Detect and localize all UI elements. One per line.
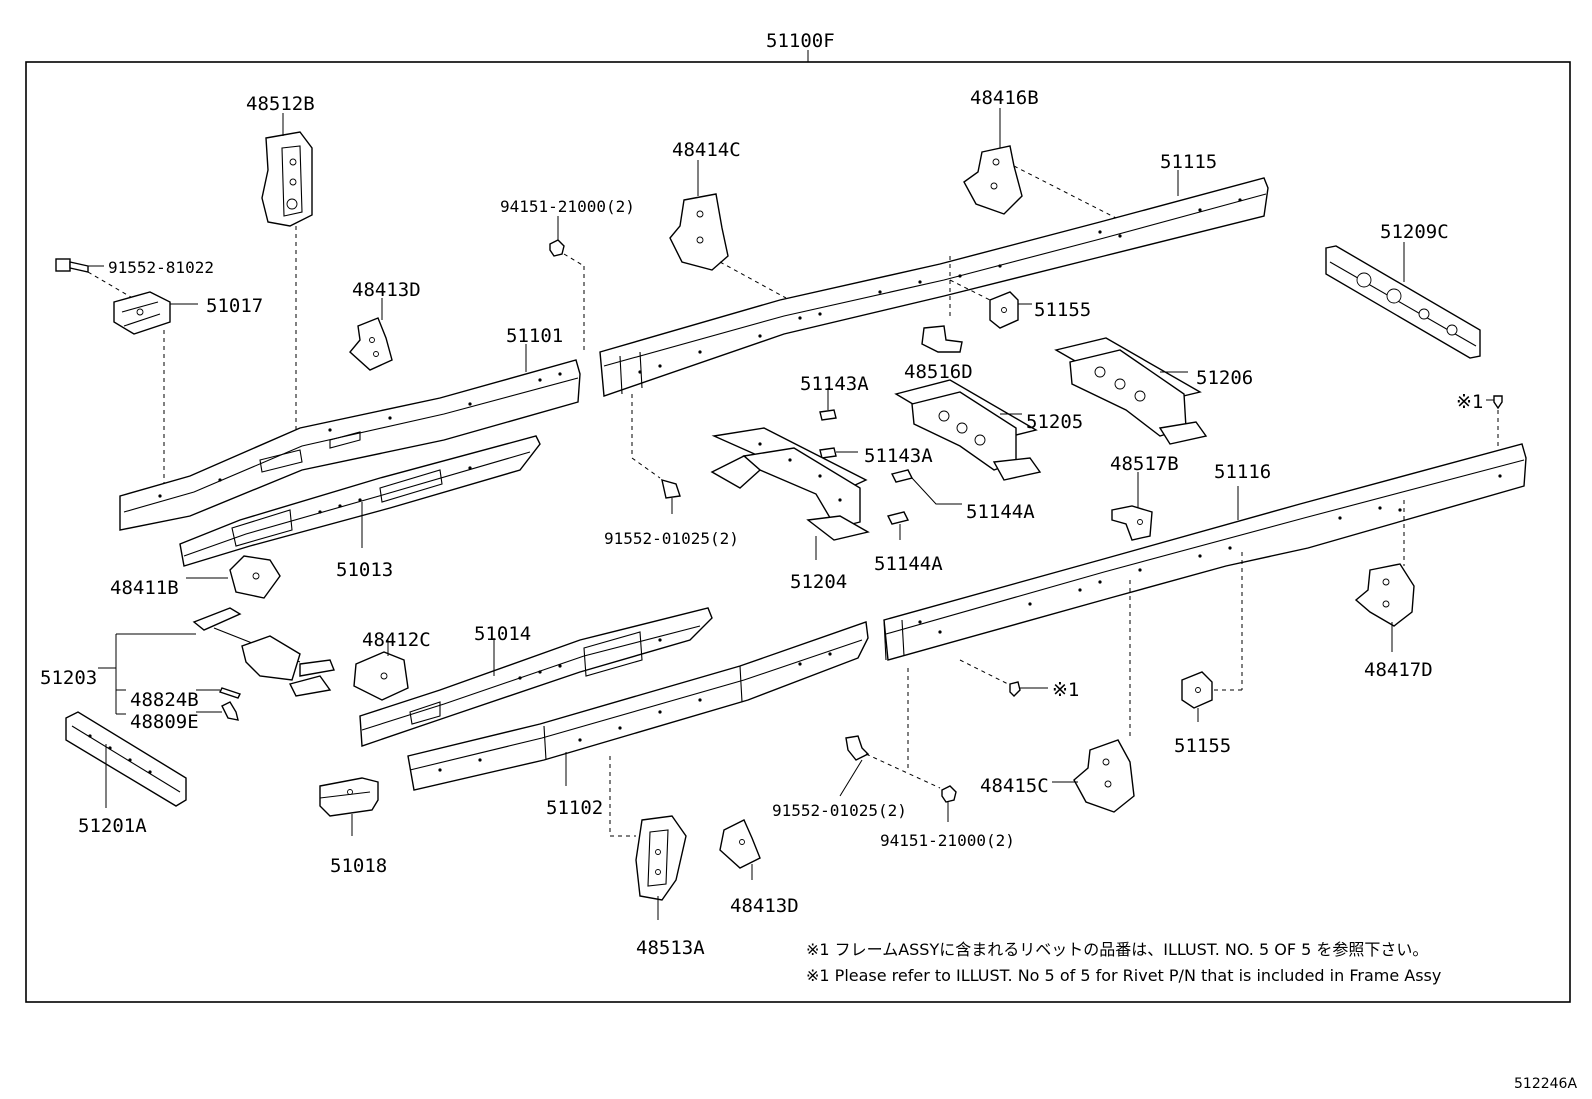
bracket-48413D-top — [349, 317, 393, 371]
rail-51014 — [359, 607, 713, 747]
label-48411B: 48411B — [110, 577, 179, 599]
rail-51013 — [179, 435, 541, 567]
label-91552-81022: 91552-81022 — [108, 258, 214, 277]
label-48416B: 48416B — [970, 87, 1039, 109]
label-51115: 51115 — [1160, 151, 1217, 173]
label-51013: 51013 — [336, 559, 393, 581]
spacer-51144A-b — [886, 511, 910, 525]
crossmember-51204 — [710, 427, 870, 541]
bracket-48512B — [261, 131, 313, 227]
rivet-top — [1493, 395, 1503, 410]
label-51204: 51204 — [790, 571, 847, 593]
label-48413D-top: 48413D — [352, 279, 421, 301]
spacer-51143A-a — [819, 409, 837, 421]
part-48824B — [219, 687, 241, 699]
rail-51102 — [407, 621, 869, 791]
assembly-51203 — [192, 607, 335, 697]
spacer-51144A-a — [890, 469, 914, 483]
label-48415C: 48415C — [980, 775, 1049, 797]
label-51143A-a: 51143A — [800, 373, 869, 395]
bracket-51155-bottom — [1181, 671, 1213, 709]
label-48414C: 48414C — [672, 139, 741, 161]
bolt-91552-01025-b — [845, 735, 870, 761]
label-51017: 51017 — [206, 295, 263, 317]
bracket-48516D — [921, 325, 963, 353]
label-51143A-b: 51143A — [864, 445, 933, 467]
bracket-48517B — [1111, 505, 1153, 541]
label-51018: 51018 — [330, 855, 387, 877]
label-94151-top: 94151-21000(2) — [500, 197, 635, 216]
bolt-91552-81022 — [55, 258, 89, 273]
crossmember-51205 — [894, 379, 1042, 481]
label-rivet-top: ※1 — [1456, 391, 1483, 413]
label-51116: 51116 — [1214, 461, 1271, 483]
bracket-48513A — [635, 815, 687, 901]
label-48824B: 48824B — [130, 689, 199, 711]
rail-51116 — [883, 443, 1527, 661]
bracket-48416B — [963, 145, 1023, 215]
bracket-48417D — [1354, 563, 1415, 627]
label-51102: 51102 — [546, 797, 603, 819]
label-51014: 51014 — [474, 623, 531, 645]
label-48512B: 48512B — [246, 93, 315, 115]
label-51155-top: 51155 — [1034, 299, 1091, 321]
label-48513A: 48513A — [636, 937, 705, 959]
bracket-48411B — [229, 555, 281, 599]
bracket-48412C — [353, 651, 409, 701]
label-48809E: 48809E — [130, 711, 199, 733]
assembly-label: 51100F — [766, 30, 835, 52]
bracket-51018 — [319, 777, 379, 817]
rail-51115 — [599, 177, 1269, 397]
crossmember-51206 — [1054, 337, 1208, 445]
label-51209C: 51209C — [1380, 221, 1449, 243]
label-91552-01025-b: 91552-01025(2) — [772, 801, 907, 820]
nut-94151-top — [549, 239, 565, 257]
nut-94151-bottom — [941, 785, 957, 803]
note-japanese: ※1 フレームASSYに含まれるリベットの品番は、ILLUST. NO. 5 O… — [806, 940, 1429, 959]
diagram-border — [25, 61, 1571, 1003]
label-51144A-b: 51144A — [874, 553, 943, 575]
label-51144A-a: 51144A — [966, 501, 1035, 523]
rivet-mid — [1009, 681, 1021, 697]
note-english: ※1 Please refer to ILLUST. No 5 of 5 for… — [806, 966, 1442, 985]
crossmember-51201A — [65, 711, 187, 807]
bracket-48415C — [1073, 739, 1135, 813]
label-94151-bottom: 94151-21000(2) — [880, 831, 1015, 850]
label-48412C: 48412C — [362, 629, 431, 651]
illustration-number: 512246A — [1514, 1076, 1578, 1092]
label-48417D: 48417D — [1364, 659, 1433, 681]
label-51101: 51101 — [506, 325, 563, 347]
label-51203: 51203 — [40, 667, 97, 689]
bracket-51155-top — [989, 291, 1019, 329]
bolt-91552-01025-a — [661, 479, 681, 499]
spacer-51143A-b — [819, 447, 837, 459]
part-48809E — [221, 701, 239, 721]
label-51206: 51206 — [1196, 367, 1253, 389]
label-48516D: 48516D — [904, 361, 973, 383]
rail-51101 — [119, 359, 581, 531]
label-91552-01025-a: 91552-01025(2) — [604, 529, 739, 548]
bracket-51017 — [113, 291, 171, 335]
bracket-48413D-bottom — [719, 819, 761, 869]
bracket-48414C — [669, 193, 729, 271]
label-48517B: 48517B — [1110, 453, 1179, 475]
label-51201A: 51201A — [78, 815, 147, 837]
label-51155-bottom: 51155 — [1174, 735, 1231, 757]
crossmember-51209C — [1325, 245, 1481, 359]
label-48413D-bottom: 48413D — [730, 895, 799, 917]
label-51205: 51205 — [1026, 411, 1083, 433]
label-rivet-mid: ※1 — [1052, 679, 1079, 701]
